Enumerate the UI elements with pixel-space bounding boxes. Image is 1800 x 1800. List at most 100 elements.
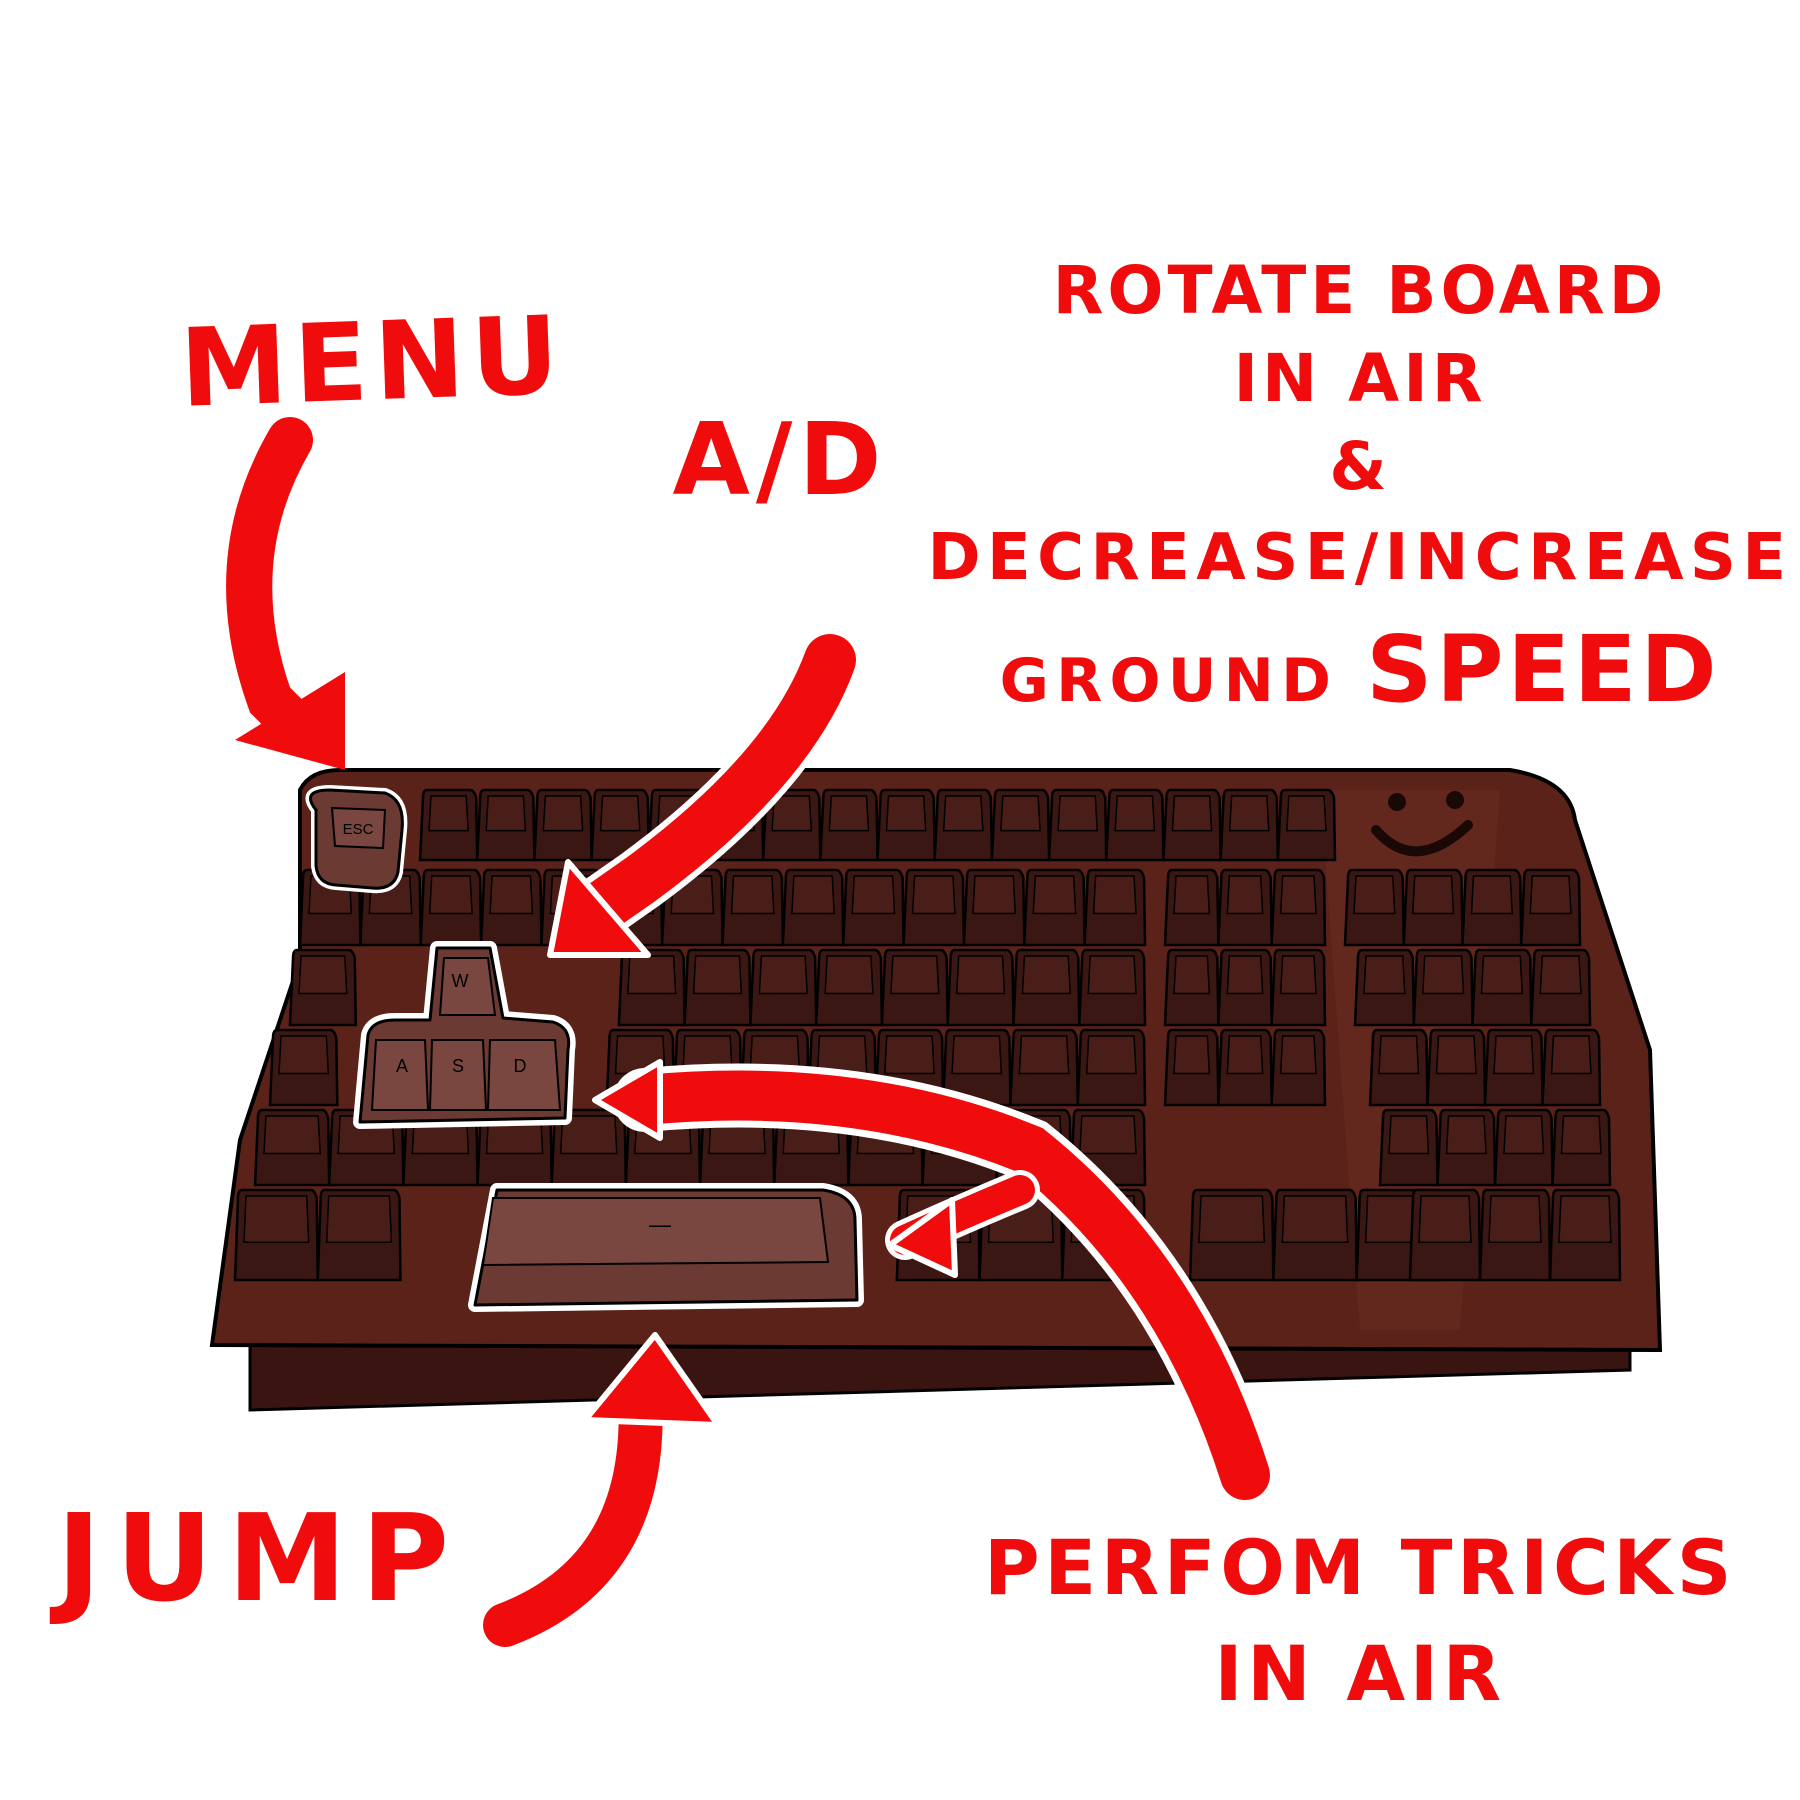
keyboard-key-top bbox=[627, 955, 677, 995]
keyboard-key-top bbox=[1353, 875, 1396, 915]
keyboard-key-top bbox=[1279, 875, 1317, 915]
keyboard-key-top bbox=[951, 1035, 1003, 1075]
rotate-line2: IN AIR bbox=[1233, 340, 1487, 417]
keyboard-key-top bbox=[1560, 1115, 1602, 1155]
keyboard-key-top bbox=[771, 795, 813, 832]
keyboard-key-top bbox=[890, 955, 940, 995]
keyboard-key-top bbox=[1226, 955, 1264, 995]
tricks-label: PERFOM TRICKS IN AIR bbox=[960, 1530, 1760, 1712]
keyboard-key-top bbox=[1480, 955, 1524, 995]
keyboard-key-top bbox=[243, 1195, 310, 1243]
tricks-arrow bbox=[592, 1059, 1277, 1507]
keyboard-key-top bbox=[851, 875, 896, 915]
keyboard-key-top bbox=[1488, 1195, 1542, 1243]
d-key-label: D bbox=[514, 1056, 527, 1076]
keyboard-key-top bbox=[298, 955, 348, 995]
keyboard-key-top bbox=[1085, 1035, 1137, 1075]
keyboard-key-top bbox=[1000, 795, 1041, 832]
keyboard-key-top bbox=[1279, 1035, 1317, 1075]
keyboard-key-top bbox=[942, 795, 984, 832]
keyboard-key-top bbox=[1173, 1035, 1211, 1075]
speed-word: SPEED bbox=[1366, 616, 1721, 723]
keyboard-key-top bbox=[278, 1035, 330, 1075]
keyboard-key-top bbox=[263, 1115, 321, 1155]
ground-word: GROUND bbox=[999, 646, 1339, 716]
keyboard-key-top bbox=[911, 875, 956, 915]
keyboard-key-top bbox=[1378, 1035, 1420, 1075]
keyboard-key-top bbox=[955, 955, 1006, 995]
keyboard-key-top bbox=[599, 795, 641, 832]
keyboard-key-top bbox=[824, 955, 874, 995]
keyboard-key-top bbox=[1435, 1035, 1477, 1075]
keyboard-key-top bbox=[1114, 795, 1156, 832]
keyboard-key-top bbox=[1539, 955, 1582, 995]
keyboard-key-top bbox=[542, 795, 584, 832]
keyboard-key-top bbox=[1171, 795, 1213, 832]
keyboard-key-top bbox=[828, 795, 870, 832]
keyboard-key-top bbox=[1363, 955, 1406, 995]
keyboard-key-top bbox=[1226, 1035, 1264, 1075]
keyboard-key-top bbox=[1550, 1035, 1592, 1075]
spacebar-highlight[interactable]: — bbox=[468, 1183, 864, 1312]
keyboard-key-top bbox=[1173, 875, 1211, 915]
keyboard-key-top bbox=[1198, 1195, 1266, 1243]
keyboard-key-top bbox=[1092, 875, 1137, 915]
keyboard-key-top bbox=[1281, 1195, 1349, 1243]
rotate-line1: ROTATE BOARD bbox=[1052, 252, 1668, 329]
keyboard-key-top bbox=[489, 875, 534, 915]
keyboard-key-top bbox=[1079, 1115, 1137, 1155]
keyboard-key-top bbox=[1032, 875, 1077, 915]
keyboard-key-top bbox=[1445, 1115, 1487, 1155]
keyboard-key-top bbox=[1286, 795, 1327, 832]
keyboard-key-top bbox=[1057, 795, 1099, 832]
ad-label: A/D bbox=[672, 401, 888, 518]
jump-arrow bbox=[483, 1332, 721, 1647]
esc-key-highlight[interactable]: ESC bbox=[305, 784, 408, 894]
jump-label: JUMP bbox=[56, 1490, 464, 1629]
keyboard-key-top bbox=[972, 875, 1017, 915]
keyboard-key-top bbox=[692, 955, 743, 995]
keyboard-key-top bbox=[428, 795, 469, 832]
keyboard-key-top bbox=[1421, 955, 1465, 995]
menu-label: MENU bbox=[177, 293, 568, 432]
keyboard-key-top bbox=[325, 1195, 393, 1243]
smiley-face-icon bbox=[1371, 791, 1473, 857]
wasd-keys-highlight[interactable]: W A S D bbox=[353, 941, 576, 1129]
rotate-line3: & bbox=[1329, 428, 1391, 505]
spacebar-label: — bbox=[649, 1212, 671, 1237]
keyboard-key-top bbox=[1173, 955, 1211, 995]
tricks-line2: IN AIR bbox=[1214, 1629, 1506, 1718]
tricks-line1: PERFOM TRICKS bbox=[983, 1523, 1737, 1612]
keyboard-key-top bbox=[1226, 875, 1264, 915]
keyboard-key-top bbox=[1503, 1115, 1545, 1155]
keyboard-key-top bbox=[1493, 1035, 1535, 1075]
keyboard-key-top bbox=[1279, 955, 1317, 995]
keyboard-key-top bbox=[1418, 1195, 1472, 1243]
keyboard-key-top bbox=[1558, 1195, 1612, 1243]
keyboard-key-top bbox=[885, 795, 927, 832]
s-key-label: S bbox=[452, 1056, 464, 1076]
w-key-label: W bbox=[452, 971, 469, 991]
keyboard-key-top bbox=[1470, 875, 1514, 915]
keyboard-key-top bbox=[1021, 955, 1072, 995]
keyboard-key-top bbox=[1529, 875, 1572, 915]
esc-key-label: ESC bbox=[343, 821, 374, 838]
rotate-line4: DECREASE/INCREASE bbox=[927, 521, 1793, 595]
keyboard-key-top bbox=[1228, 795, 1270, 832]
ad-arrow bbox=[547, 628, 862, 958]
a-key-label: A bbox=[396, 1056, 408, 1076]
keyboard-key-top bbox=[791, 875, 836, 915]
keyboard-key-top bbox=[1388, 1115, 1430, 1155]
keyboard-key-top bbox=[1411, 875, 1455, 915]
menu-arrow bbox=[226, 417, 345, 770]
keyboard-key-top bbox=[758, 955, 808, 995]
keyboard-key-top bbox=[559, 1115, 618, 1155]
keyboard-key-top bbox=[1087, 955, 1137, 995]
keyboard-key-top bbox=[883, 1035, 935, 1075]
keyboard-key-top bbox=[730, 875, 775, 915]
rotate-line5: GROUND SPEED bbox=[920, 624, 1800, 716]
keyboard-key-top bbox=[485, 795, 527, 832]
keyboard-key-top bbox=[428, 875, 473, 915]
rotate-speed-label: ROTATE BOARD IN AIR & DECREASE/INCREASE … bbox=[920, 258, 1800, 716]
